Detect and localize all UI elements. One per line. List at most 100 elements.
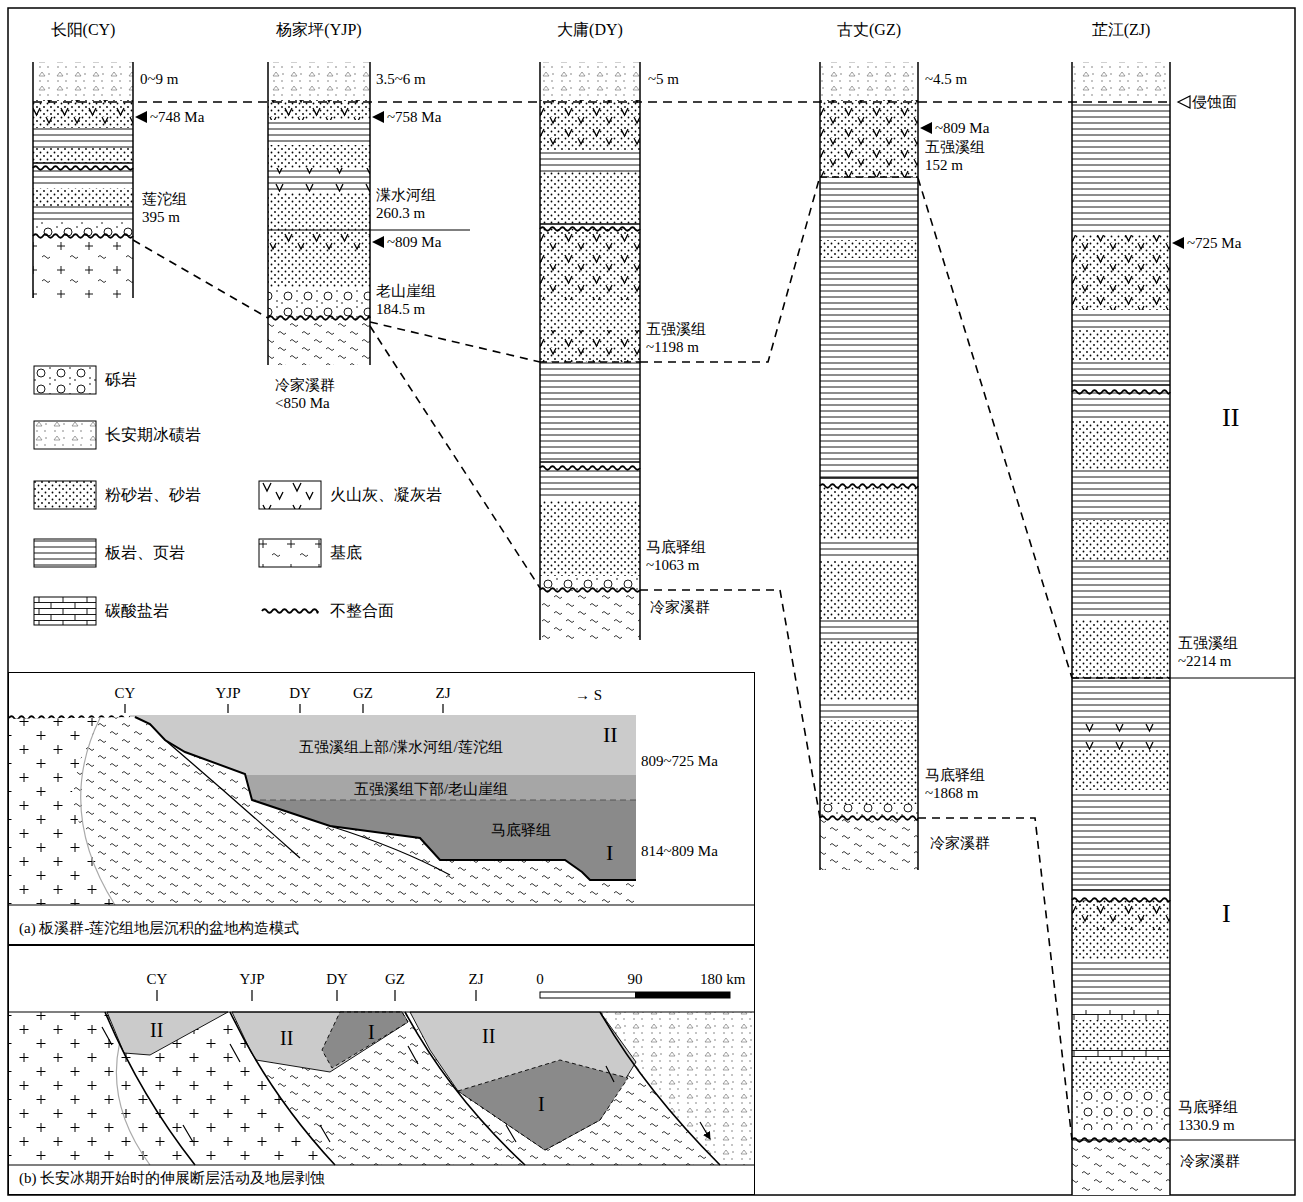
legend-text: 基底: [330, 544, 362, 561]
figure-panel: (b) 长安冰期开始时的伸展断层活动及地层剥蚀: [8, 945, 755, 1195]
lithology-ground: [820, 240, 918, 258]
legend-item: 粉砂岩、砂岩: [33, 480, 201, 510]
granite-fill: [9, 718, 115, 905]
annotation: 0~9 m: [140, 70, 179, 88]
column-border: [819, 62, 821, 870]
basement-fill: [9, 1012, 754, 1165]
lithology-fill: [820, 640, 918, 700]
swatch-pattern: [259, 481, 321, 509]
annotation: 180 km: [700, 970, 745, 988]
stratigraphic-column: 芷江(ZJ): [1072, 20, 1170, 1195]
column-border: [132, 62, 134, 298]
unconformity: [33, 166, 133, 170]
correlation-line: [370, 326, 540, 588]
lithology-fill: [820, 620, 918, 640]
lithology-ground: [820, 540, 918, 560]
lithology-ground: [33, 148, 133, 163]
annotation: 冷家溪群: [1180, 1152, 1240, 1170]
annotation: II: [150, 1018, 163, 1042]
lithology-fill: [33, 170, 133, 188]
lithology-fill: [268, 120, 370, 145]
lithology-fill: [820, 240, 918, 258]
lithology-fill: [268, 100, 370, 120]
tick: [157, 990, 476, 1001]
column-border: [1071, 62, 1073, 1195]
swatch-ground: [34, 597, 96, 625]
lithology-fill: [820, 818, 918, 870]
lithology-fill: [540, 468, 640, 500]
boundary-line: [268, 229, 470, 230]
lithology-fill: [540, 500, 640, 576]
annotation: ~748 Ma: [150, 108, 204, 126]
block-base: [540, 461, 640, 463]
scale-bar: [635, 992, 730, 998]
unconformity: [540, 588, 640, 592]
annotation: 马底驿组 ~1868 m: [925, 766, 1010, 802]
lithology-ground: [33, 188, 133, 206]
annotation: ~758 Ma: [387, 108, 441, 126]
annotation: I: [1222, 898, 1231, 929]
annotation: CY: [147, 970, 168, 988]
lithology-fill: [820, 700, 918, 720]
column-heading: 杨家坪(YJP): [276, 20, 361, 40]
lithology-fill: [1072, 720, 1170, 750]
unconformity: [1072, 390, 1170, 394]
annotation: ~5 m: [648, 70, 679, 88]
fault-line: [105, 1012, 720, 1165]
lithology-fill: [540, 150, 640, 172]
lithology-ground: [540, 300, 640, 330]
lithology-fill: [820, 720, 918, 804]
swatch-pattern: [34, 597, 96, 625]
swatch-ground: [34, 539, 96, 567]
unconformity: [820, 484, 918, 488]
lithology-ground: [268, 192, 370, 230]
stratigraphic-column: 长阳(CY): [33, 20, 133, 298]
columns: [9, 62, 1170, 1195]
swatch-ground: [259, 481, 321, 509]
lithology-ground: [540, 229, 640, 300]
legend-text: 碳酸盐岩: [105, 602, 169, 619]
annotation: 渫水河组 260.3 m: [376, 186, 456, 222]
tillite-fill: [600, 1012, 754, 1165]
annotation: 0: [536, 970, 544, 988]
lithology-ground: [1072, 1090, 1170, 1130]
legend-item: 不整合面: [258, 596, 394, 626]
annotation: I: [538, 1092, 545, 1116]
lithology-fill: [1072, 900, 1170, 930]
lithology-fill: [1072, 470, 1170, 520]
stratigraphic-column: 杨家坪(YJP): [268, 20, 370, 365]
lithology-fill: [820, 540, 918, 560]
lithology-fill: [268, 145, 370, 168]
correlation-line: [133, 240, 268, 318]
lithology-fill: [1072, 1090, 1170, 1130]
formation-boundary: [540, 361, 640, 362]
lithology-ground: [540, 62, 640, 100]
stratigraphic-column: 古丈(GZ): [820, 20, 918, 870]
lithology-fill: [1072, 392, 1170, 420]
lithology-fill: [1072, 790, 1170, 890]
lithology-ground: [820, 258, 918, 478]
lithology-fill: [540, 229, 640, 300]
scale-bar: [540, 992, 730, 998]
lithology-ground: [1072, 470, 1170, 520]
lithology-ground: [540, 150, 640, 172]
annotation: 冷家溪群: [930, 834, 990, 852]
swatch-pattern: [259, 539, 321, 567]
legend-swatch: [258, 538, 322, 568]
unconformity: [33, 234, 133, 238]
tick: [125, 704, 443, 713]
lithology-ground: [1072, 678, 1170, 720]
lithology-fill: [1072, 420, 1170, 470]
lithology-ground: [820, 486, 918, 540]
granite-ground: [9, 718, 115, 905]
annotation: 90: [628, 970, 643, 988]
swatch-pattern: [34, 366, 96, 394]
lithology-ground: [1072, 620, 1170, 678]
annotation: ~809 Ma: [387, 233, 441, 251]
unconformity: [268, 316, 370, 320]
lithology-fill: [540, 62, 640, 100]
lithology-ground: [33, 62, 133, 100]
lithology-ground: [540, 468, 640, 500]
annotation: GZ: [385, 970, 405, 988]
column-border: [539, 62, 541, 640]
